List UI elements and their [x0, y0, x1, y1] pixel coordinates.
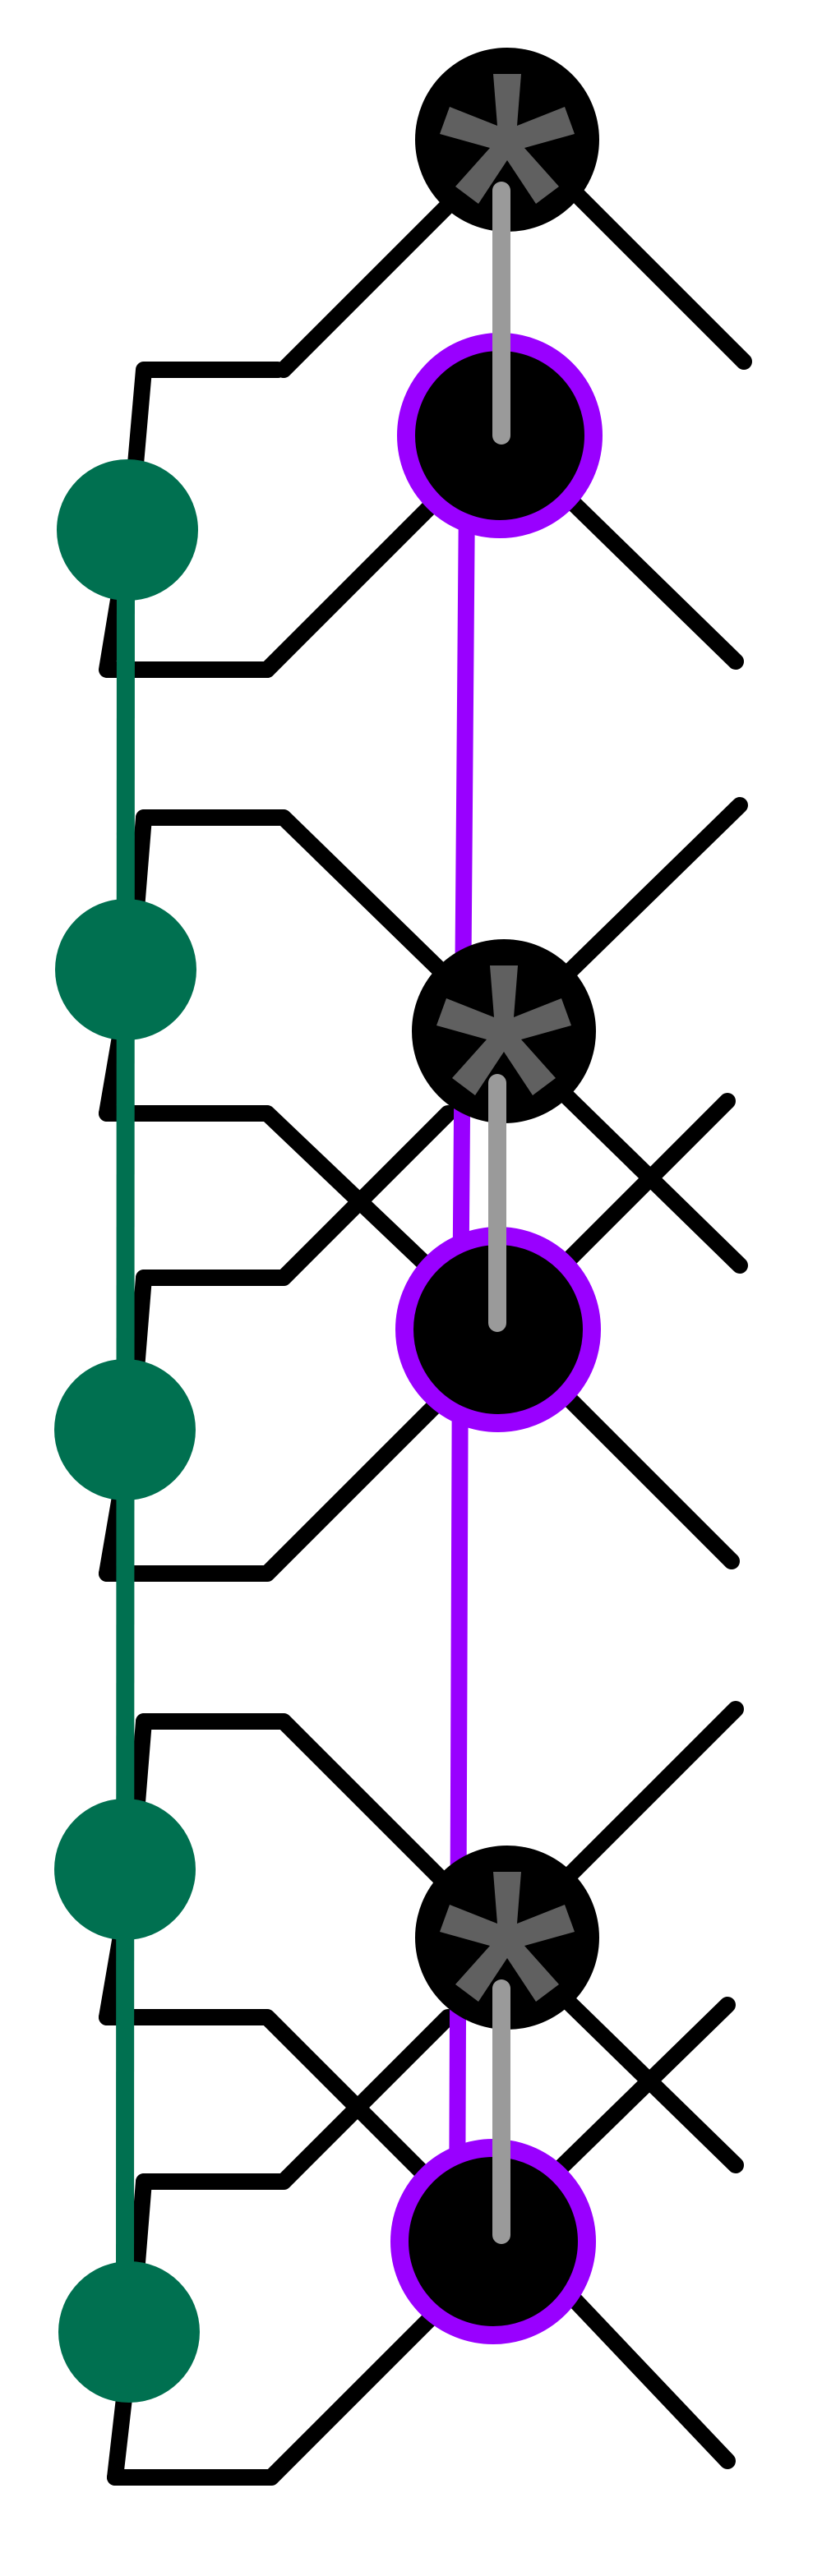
wire-edge [136, 1105, 456, 1286]
wire-edge [136, 2009, 456, 2190]
teal-node-group [54, 459, 200, 2403]
asterisk-icon [440, 74, 575, 204]
wire-edge [547, 1997, 736, 2182]
wire-edge [99, 1105, 448, 1286]
wire-edge [555, 1701, 744, 1890]
wire-edge [259, 489, 448, 678]
wire-edge [136, 809, 456, 986]
teal-node [58, 2261, 200, 2403]
wire-edge [555, 797, 748, 986]
wire-edge [567, 185, 752, 370]
wire-edge [99, 1389, 452, 1582]
teal-node [54, 1359, 196, 1500]
wire-edge [99, 2009, 448, 2198]
wire-edge [547, 1093, 736, 1282]
wire-edge [275, 185, 469, 378]
asterisk-icon [436, 965, 571, 1095]
wire-edge [107, 2297, 452, 2486]
wire-edge [559, 1389, 740, 1569]
teal-node [54, 1799, 196, 1940]
wire-edge [567, 2293, 736, 2469]
wire-edge [136, 1713, 456, 1894]
asterisk-icon [440, 1872, 575, 2002]
teal-node [57, 459, 198, 601]
stem-group [488, 182, 510, 2244]
wire-edge [559, 489, 744, 670]
asterisk-group [436, 74, 575, 2002]
teal-node [55, 899, 196, 1040]
